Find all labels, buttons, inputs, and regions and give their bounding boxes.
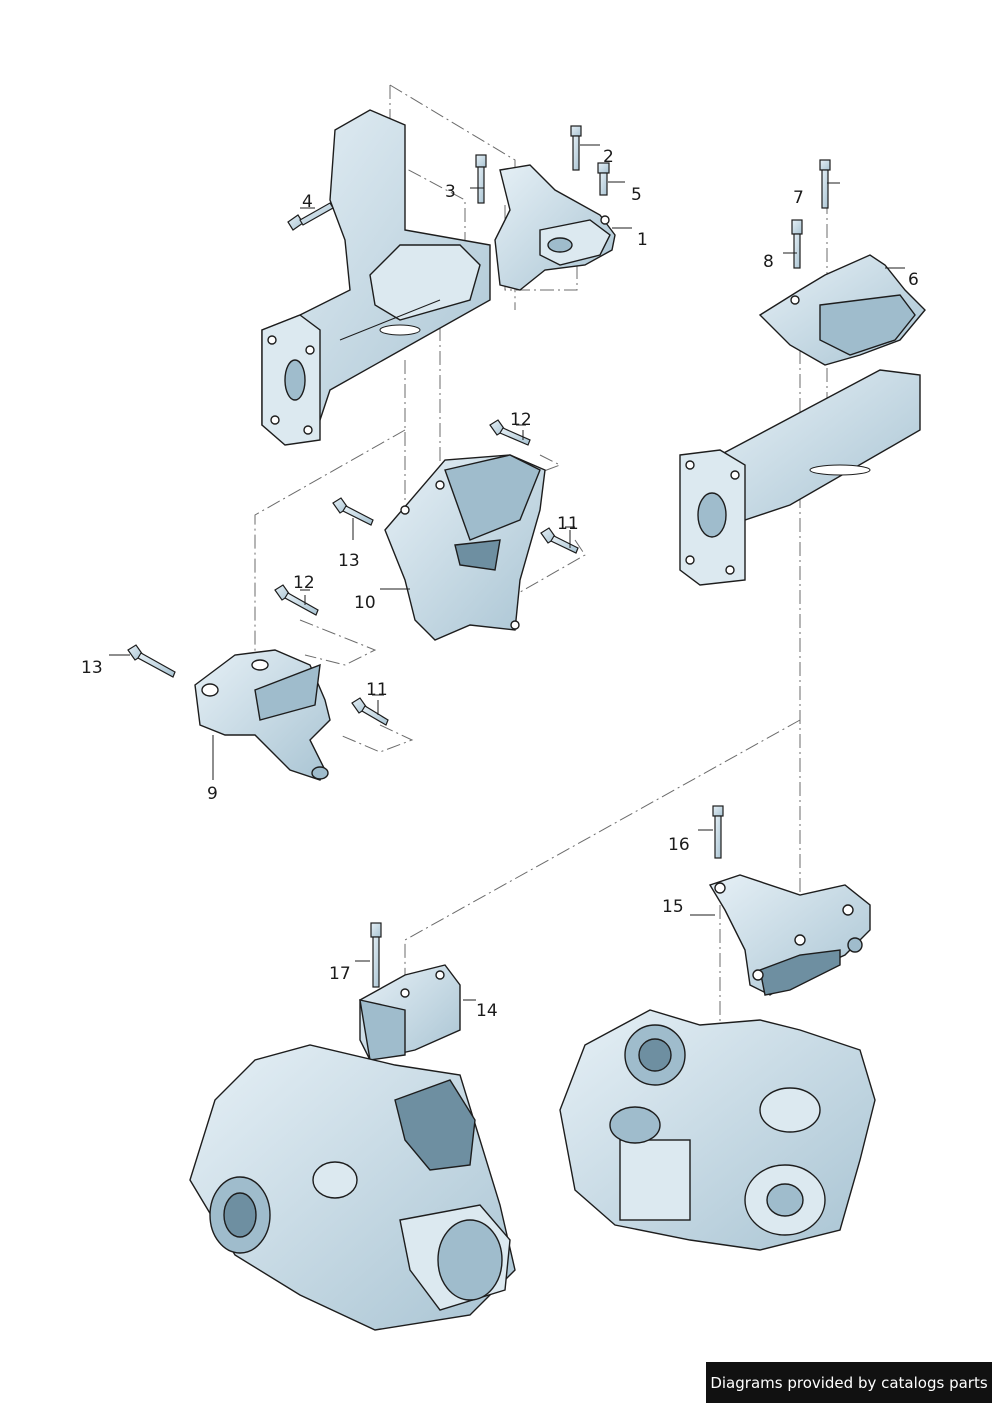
callout-2: 2 [603,147,614,167]
callout-4: 4 [302,192,313,212]
mount-block-14 [359,964,461,1061]
bracket-10 [384,454,546,641]
callout-15: 15 [662,897,684,917]
bolt-2-icon [570,125,582,137]
mount-6 [758,254,926,366]
callout-13b: 13 [81,658,103,678]
gearbox-left [189,1044,516,1331]
callout-11b: 11 [366,680,388,700]
subframe-rail-right [679,369,921,586]
callout-5: 5 [631,185,642,205]
callout-14: 14 [476,1001,498,1021]
callout-12b: 12 [293,573,315,593]
callout-13a: 13 [338,551,360,571]
callout-12a: 12 [510,410,532,430]
callout-9: 9 [207,784,218,804]
gearbox-right [559,1009,876,1251]
leader-lines [109,144,905,1001]
callout-6: 6 [908,270,919,290]
callout-7: 7 [793,188,804,208]
callout-17: 17 [329,964,351,984]
bolt-8-icon [791,219,803,235]
bolt-4-icon [287,214,304,231]
bolt-17-icon [370,922,382,938]
watermark-banner: Diagrams provided by catalogs parts [706,1362,992,1403]
bolts [127,125,831,988]
bracket-15 [708,874,871,996]
bolt-3-icon [475,154,487,168]
bracket-9 [194,649,331,781]
subframe-rail-left [261,109,491,446]
callout-1: 1 [637,230,648,250]
callout-8: 8 [763,252,774,272]
callout-3: 3 [445,182,456,202]
bolt-16-icon [712,805,724,817]
callout-11a: 11 [557,514,579,534]
callout-labels: 2 3 4 5 1 7 8 6 12 11 13 10 12 13 11 9 1… [81,147,919,1021]
callout-10: 10 [354,593,376,613]
callout-16: 16 [668,835,690,855]
bolt-7-icon [819,159,831,171]
mount-bracket-1 [494,164,616,291]
